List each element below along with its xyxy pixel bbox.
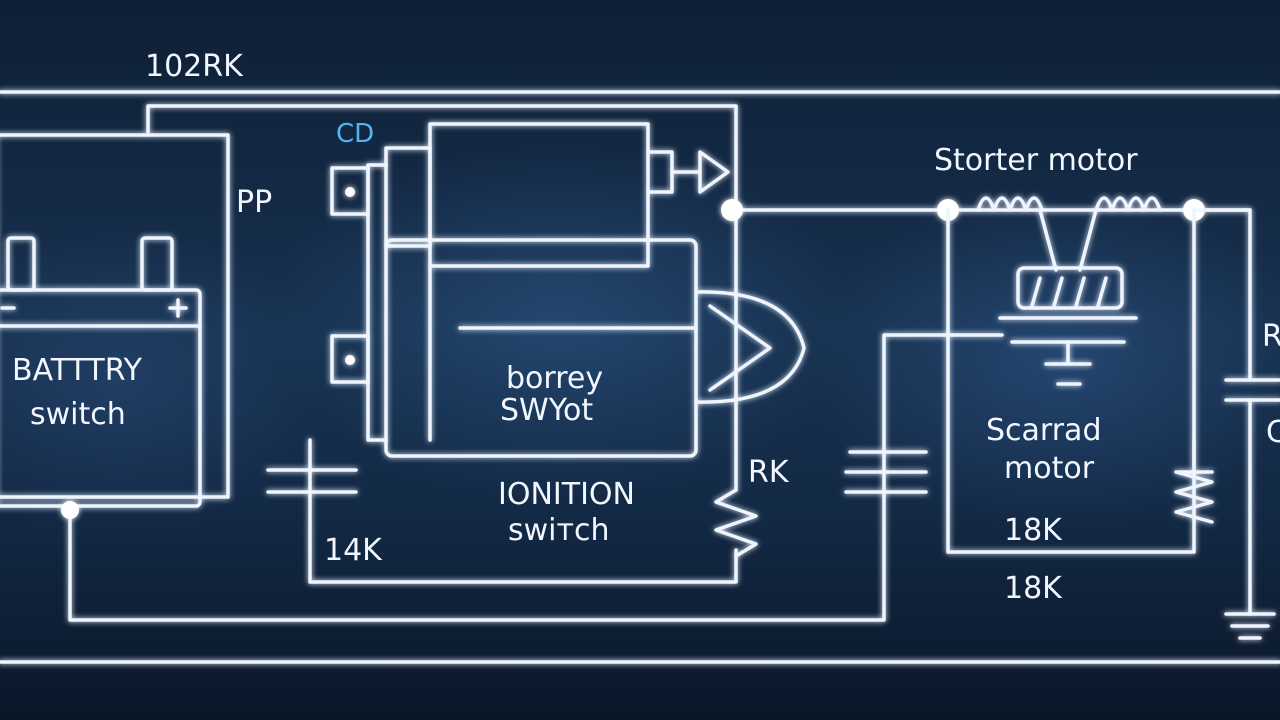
resistor-18k xyxy=(1174,438,1214,524)
top-supply-wire xyxy=(146,104,738,212)
label-borrey-line1: borrey xyxy=(506,361,603,396)
solenoid-body xyxy=(384,238,698,458)
battery-terminal-negative xyxy=(6,236,36,292)
starter-motor-frame xyxy=(946,208,1196,554)
junction-node xyxy=(721,199,743,221)
label-18k-inner: 18K xyxy=(1004,513,1063,548)
label-ignition-line2: swiтch xyxy=(508,513,609,548)
label-borrey-line2: SWYot xyxy=(500,393,593,428)
label-14k: 14K xyxy=(324,533,383,568)
battery-body xyxy=(0,288,202,508)
solenoid-left-bracket xyxy=(366,163,388,442)
solenoid-top-housing xyxy=(428,122,650,268)
label-ignition-line1: IONITION xyxy=(498,477,635,512)
label-battery-line1: BATTTRY xyxy=(12,353,143,388)
ground-icon xyxy=(1224,612,1276,640)
label-edge-r: R xyxy=(1262,319,1280,354)
label-battery-line2: switch xyxy=(30,397,126,432)
label-scarrad-line1: Scarrad xyxy=(986,413,1102,448)
right-edge-wire xyxy=(1192,208,1252,382)
battery-terminal-positive xyxy=(140,236,174,292)
solenoid-assembly xyxy=(330,122,806,458)
label-pp: PP xyxy=(236,185,272,220)
coil-right xyxy=(1094,196,1162,212)
battery-outer-frame xyxy=(0,133,230,499)
junction-node xyxy=(61,501,79,519)
label-cd: CD xyxy=(336,119,374,149)
label-edge-c: C xyxy=(1266,415,1280,450)
diode-icon xyxy=(698,150,730,194)
drive-gear-cover xyxy=(694,290,806,404)
label-rk: RK xyxy=(748,455,790,490)
ignition-bottom-wire xyxy=(308,438,738,584)
label-18k-outer: 18K xyxy=(1004,571,1063,606)
coil-left xyxy=(976,196,1044,212)
label-scarrad-line2: motor xyxy=(1004,451,1095,486)
armature-icon xyxy=(998,266,1138,386)
terminal-block-bottom xyxy=(330,334,370,384)
label-102rk: 102RK xyxy=(145,49,244,84)
battery-block xyxy=(0,133,230,508)
label-starter-motor: Storter motor xyxy=(934,143,1138,178)
ground-return-wire xyxy=(68,333,1004,622)
terminal-block-top xyxy=(330,166,370,216)
resistor-rk xyxy=(714,488,758,558)
